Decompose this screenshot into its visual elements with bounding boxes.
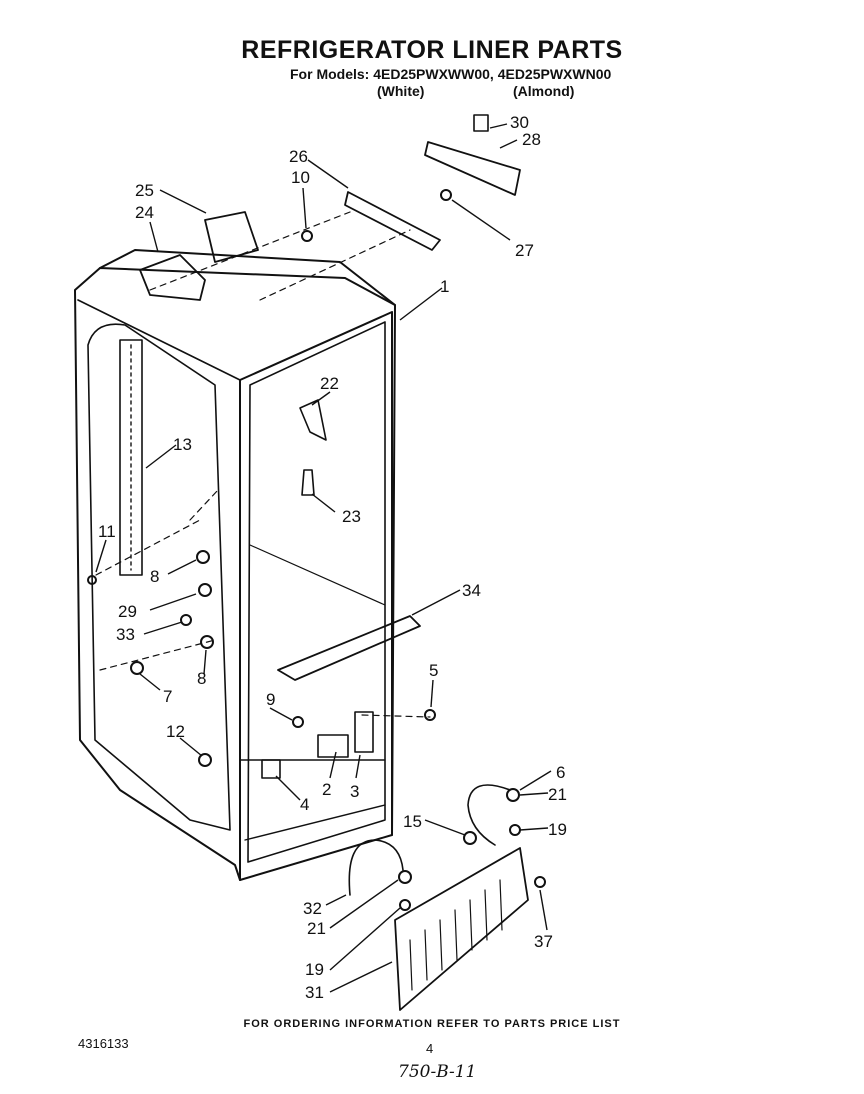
part-12-clip: [198, 753, 212, 767]
part-30-clip: [473, 114, 489, 132]
callout-19-upper: 19: [548, 820, 567, 839]
callout-30: 30: [510, 113, 529, 132]
callout-26: 26: [289, 147, 308, 166]
page-title: REFRIGERATOR LINER PARTS: [241, 36, 623, 64]
liner-shelf-line: [249, 544, 386, 606]
part-11-clip: [87, 575, 97, 585]
callout-29: 29: [118, 602, 137, 621]
part-8-clip-lower: [200, 635, 214, 649]
part-5-screw: [424, 709, 436, 721]
callout-33: 33: [116, 625, 135, 644]
part-19-fitting-lower: [399, 899, 411, 911]
callout-6: 6: [556, 763, 565, 782]
callout-37: 37: [534, 932, 553, 951]
part-26-bracket: [344, 191, 441, 251]
callout-27: 27: [515, 241, 534, 260]
part-33-plug: [180, 614, 192, 626]
callout-5: 5: [429, 661, 438, 680]
part-13-rail: [119, 339, 143, 576]
callout-13: 13: [173, 435, 192, 454]
callout-31: 31: [305, 983, 324, 1002]
ordering-info-note: FOR ORDERING INFORMATION REFER TO PARTS …: [243, 1018, 621, 1030]
callout-21-lower: 21: [307, 919, 326, 938]
part-34-shelf: [277, 615, 421, 681]
part-7-clip: [130, 661, 144, 675]
callout-1: 1: [440, 277, 449, 296]
liner-inner-front: [247, 321, 386, 863]
callout-23: 23: [342, 507, 361, 526]
callout-28: 28: [522, 130, 541, 149]
callout-32: 32: [303, 899, 322, 918]
callout-19-lower: 19: [305, 960, 324, 979]
variant-white: (White): [377, 83, 425, 99]
variant-almond: (Almond): [513, 83, 575, 99]
callout-3: 3: [350, 782, 359, 801]
part-31-drain-trough: [394, 847, 529, 1011]
page-number: 4: [426, 1041, 434, 1056]
liner-left-inner: [87, 323, 231, 831]
callout-21-upper: 21: [548, 785, 567, 804]
callout-24: 24: [135, 203, 154, 222]
liner-outline: [74, 267, 396, 881]
models-line: For Models: 4ED25PWXWW00, 4ED25PWXWN00: [290, 66, 612, 82]
part-21-fitting-upper: [506, 788, 520, 802]
part-9-clip: [292, 716, 304, 728]
part-32-tube: [348, 839, 404, 896]
part-4-bracket: [261, 759, 281, 779]
part-8-clip-upper: [196, 550, 210, 564]
callout-9: 9: [266, 690, 275, 709]
part-24-housing: [139, 254, 206, 301]
part-29-fitting: [198, 583, 212, 597]
part-2-bracket: [317, 734, 349, 758]
callout-34: 34: [462, 581, 481, 600]
callout-7: 7: [163, 687, 172, 706]
document-part-number: 4316133: [78, 1036, 129, 1051]
callout-22: 22: [320, 374, 339, 393]
callout-25: 25: [135, 181, 154, 200]
part-28-bracket: [424, 141, 521, 196]
part-27-screw: [440, 189, 452, 201]
handwritten-note: 750-B-11: [398, 1062, 477, 1082]
part-22-bracket: [299, 399, 327, 441]
callout-2: 2: [322, 780, 331, 799]
part-19-fitting-upper: [509, 824, 521, 836]
part-23-lamp: [301, 469, 315, 496]
callout-8-upper: 8: [150, 567, 159, 586]
liner-front-face: [239, 311, 393, 881]
callout-15: 15: [403, 812, 422, 831]
part-37-screw: [534, 876, 546, 888]
callout-8-lower: 8: [197, 669, 206, 688]
callout-11: 11: [98, 522, 116, 541]
part-25-cover: [204, 211, 259, 263]
part-3-housing: [354, 711, 374, 753]
callout-12: 12: [166, 722, 185, 741]
callout-10: 10: [291, 168, 310, 187]
part-15-heater: [463, 831, 477, 845]
callout-4: 4: [300, 795, 309, 814]
part-6-tube: [467, 784, 511, 846]
part-10-screw: [301, 230, 313, 242]
liner-inner-left: [77, 299, 241, 381]
part-21-fitting-lower: [398, 870, 412, 884]
